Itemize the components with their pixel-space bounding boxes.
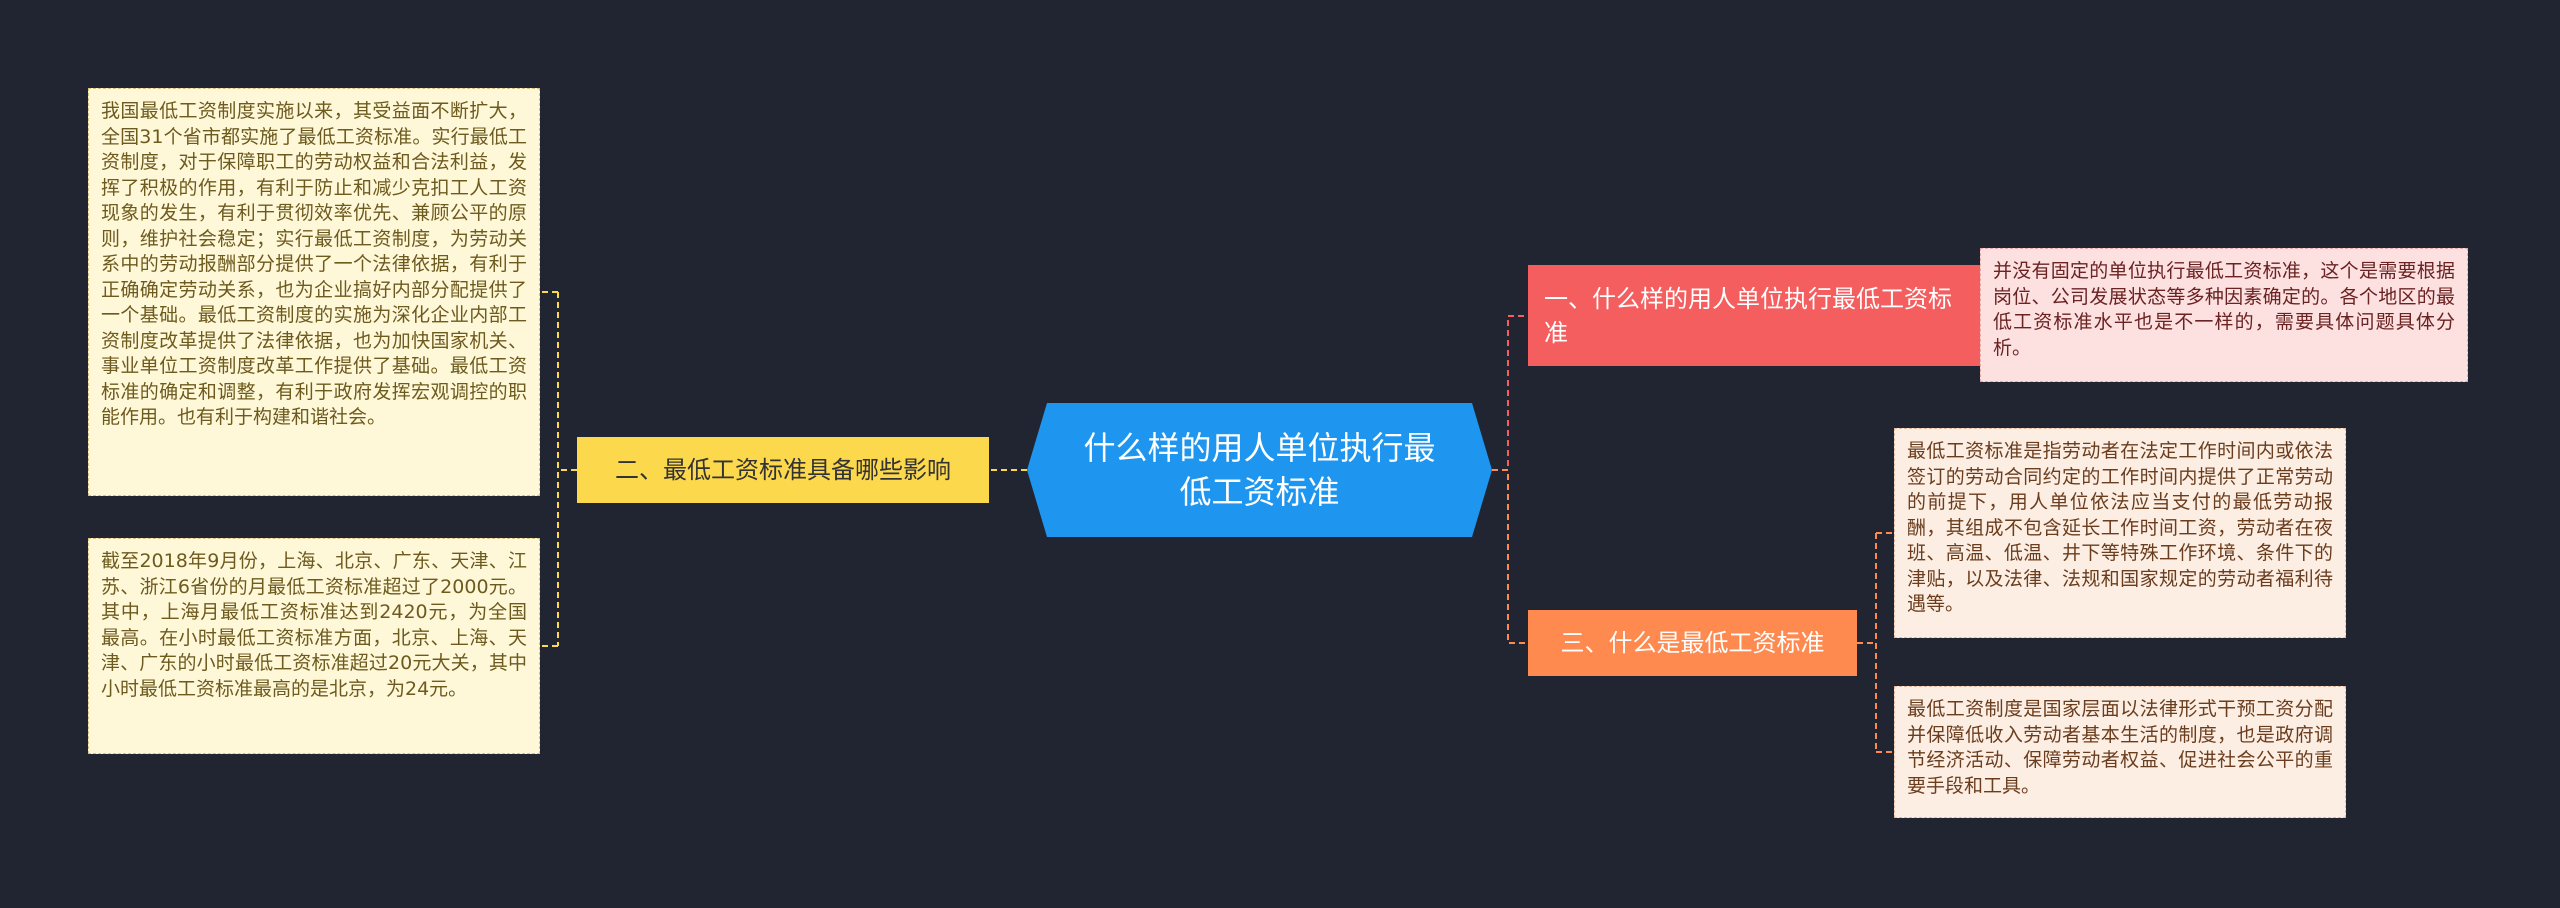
leaf-3-1-text: 最低工资标准是指劳动者在法定工作时间内或依法签订的劳动合同约定的工作时间内提供了… <box>1907 440 2333 615</box>
branch-1-label: 一、什么样的用人单位执行最低工资标准 <box>1544 284 1952 347</box>
connector-center-to-branch-1 <box>1492 315 1528 471</box>
connector-branch-3-to-leaves <box>1857 532 1894 753</box>
leaf-node-2-1[interactable]: 我国最低工资制度实施以来，其受益面不断扩大，全国31个省市都实施了最低工资标准。… <box>88 88 540 496</box>
connector-center-to-branch-3 <box>1492 469 1528 644</box>
connector-branch-2-to-leaves <box>540 291 577 647</box>
leaf-node-3-2[interactable]: 最低工资制度是国家层面以法律形式干预工资分配并保障低收入劳动者基本生活的制度，也… <box>1894 686 2346 818</box>
branch-node-1[interactable]: 一、什么样的用人单位执行最低工资标准 <box>1528 265 1982 366</box>
leaf-node-2-2[interactable]: 截至2018年9月份，上海、北京、广东、天津、江苏、浙江6省份的月最低工资标准超… <box>88 538 540 754</box>
leaf-2-1-text: 我国最低工资制度实施以来，其受益面不断扩大，全国31个省市都实施了最低工资标准。… <box>101 100 527 428</box>
leaf-1-1-text: 并没有固定的单位执行最低工资标准，这个是需要根据岗位、公司发展状态等多种因素确定… <box>1993 260 2455 359</box>
leaf-3-2-text: 最低工资制度是国家层面以法律形式干预工资分配并保障低收入劳动者基本生活的制度，也… <box>1907 698 2333 797</box>
center-node-label: 什么样的用人单位执行最低工资标准 <box>1083 429 1436 511</box>
branch-3-label: 三、什么是最低工资标准 <box>1560 629 1825 657</box>
branch-node-3[interactable]: 三、什么是最低工资标准 <box>1528 610 1857 676</box>
mindmap-center-node[interactable]: 什么样的用人单位执行最低工资标准 <box>1027 403 1492 537</box>
branch-2-label: 二、最低工资标准具备哪些影响 <box>615 456 951 484</box>
branch-node-2[interactable]: 二、最低工资标准具备哪些影响 <box>577 437 989 503</box>
leaf-2-2-text: 截至2018年9月份，上海、北京、广东、天津、江苏、浙江6省份的月最低工资标准超… <box>101 550 527 700</box>
leaf-node-3-1[interactable]: 最低工资标准是指劳动者在法定工作时间内或依法签订的劳动合同约定的工作时间内提供了… <box>1894 428 2346 638</box>
leaf-node-1-1[interactable]: 并没有固定的单位执行最低工资标准，这个是需要根据岗位、公司发展状态等多种因素确定… <box>1980 248 2468 382</box>
